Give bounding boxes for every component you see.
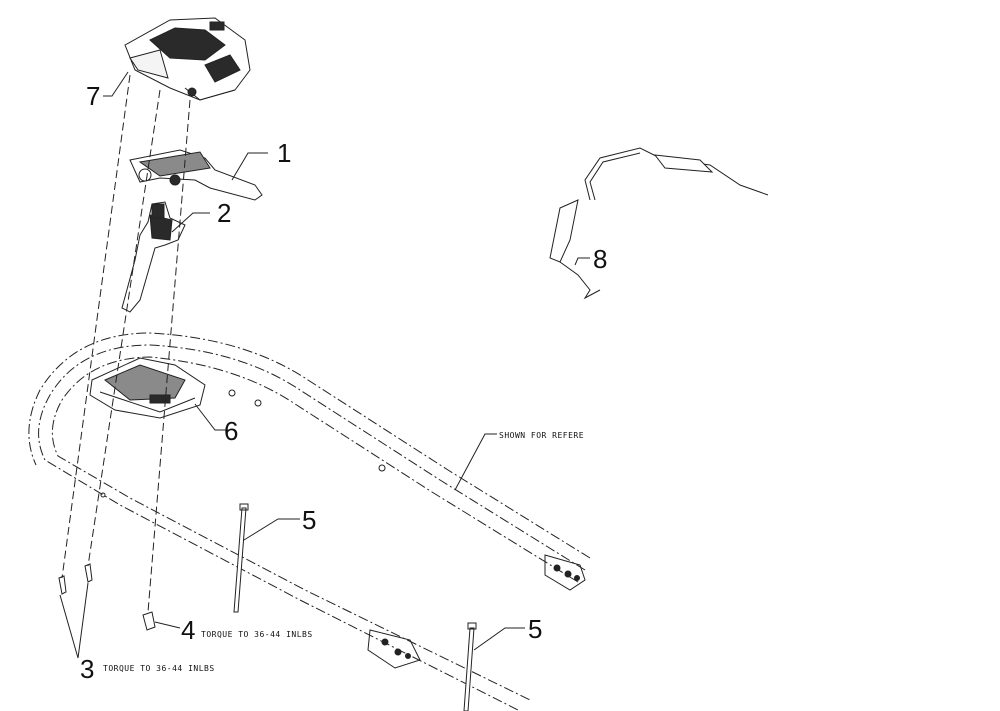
callout-5b: 5: [528, 614, 543, 644]
callout-8: 8: [593, 244, 608, 274]
part-6-console-base: [89, 357, 206, 419]
callout-4: 4: [181, 615, 196, 645]
callout-7: 7: [86, 81, 101, 111]
callout-1: 1: [277, 138, 292, 168]
leader-lines: [59, 71, 590, 659]
part-7-console-cover: [124, 17, 251, 101]
reference-note: SHOWN FOR REFERE: [499, 431, 585, 440]
callout-6: 6: [224, 416, 239, 446]
torque-note-4: TORQUE TO 36-44 INLBS: [201, 630, 313, 639]
part-1-lever: [129, 149, 263, 201]
handle-end-bracket: [544, 554, 586, 591]
part-4-bolt: [142, 611, 156, 631]
handle-frame: [28, 332, 591, 711]
part-2-bail: [121, 201, 186, 313]
torque-note-3: TORQUE TO 36-44 INLBS: [103, 664, 215, 673]
part-5-cable-tie-b: [463, 622, 477, 711]
assembly-lines: [61, 74, 191, 613]
callout-2: 2: [217, 198, 232, 228]
callout-3: 3: [80, 654, 95, 684]
part-5-cable-tie-a: [233, 503, 249, 613]
part-8-cable: [549, 147, 769, 300]
callout-5a: 5: [302, 505, 317, 535]
handle-mid-bracket: [367, 629, 421, 669]
